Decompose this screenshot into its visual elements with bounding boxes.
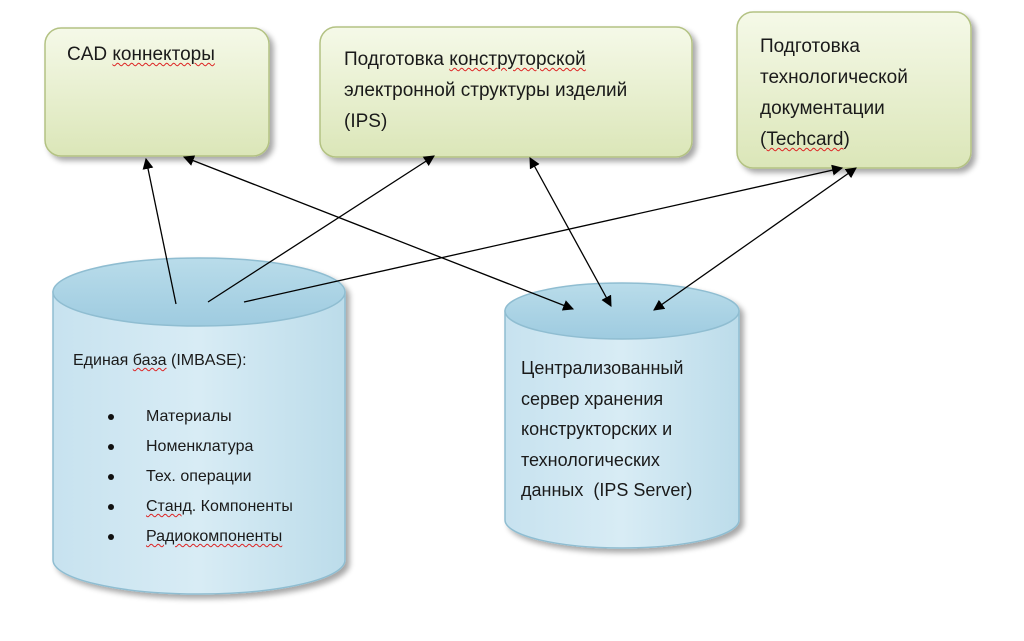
item-text: Номенклатура	[146, 438, 254, 455]
imbase-title-c: (IMBASE):	[166, 352, 247, 369]
arrow-techcard-server-bidirectional	[653, 167, 857, 311]
bullet-icon	[108, 504, 114, 510]
server-line: технологических	[521, 449, 660, 470]
ips-line1-b: конструторской	[449, 49, 586, 70]
list-item: Номенклатура	[108, 432, 293, 462]
techcard-paren-open: (	[760, 129, 767, 150]
list-item: Материалы	[108, 402, 293, 432]
arrow-cad-server-bidirectional	[182, 155, 575, 311]
cad-label-part: CAD	[67, 44, 108, 65]
connectors-label-part: коннекторы	[112, 44, 215, 65]
item-text: Тех. операции	[146, 468, 252, 485]
techcard-line2: технологической	[760, 67, 908, 88]
techcard-paren-close: )	[843, 129, 850, 150]
server-line: сервер хранения	[521, 388, 664, 409]
item-text: Материалы	[146, 408, 232, 425]
techcard-name: Techcard	[766, 129, 844, 150]
imbase-title: Единая база (IMBASE):	[73, 352, 293, 370]
techcard-line3: документации	[760, 98, 885, 119]
techcard-line1: Подготовка	[760, 36, 861, 57]
bullet-icon	[108, 444, 114, 450]
bullet-icon	[108, 414, 114, 420]
arrow-imbase-to-cad	[142, 157, 177, 305]
bullet-icon	[108, 534, 114, 540]
ips-box-label: Подготовка конструторской электронной ст…	[344, 44, 627, 137]
imbase-title-a: Единая	[73, 352, 133, 369]
arrow-imbase-to-techcard	[243, 164, 844, 303]
list-item: Станд. Компоненты	[108, 492, 293, 522]
ips-server-text: Централизованный сервер хранения констру…	[521, 353, 692, 506]
techcard-box-label: Подготовка технологической документации …	[760, 31, 908, 155]
list-item: Тех. операции	[108, 462, 293, 492]
bullet-icon	[108, 474, 114, 480]
arrow-ips-server-bidirectional	[529, 157, 612, 307]
imbase-list: Материалы Номенклатура Тех. операции Ста…	[108, 402, 293, 552]
server-line: конструкторских и	[521, 419, 673, 439]
ips-line3: (IPS)	[344, 111, 388, 132]
imbase-text: Единая база (IMBASE): Материалы Номенкла…	[73, 352, 293, 552]
ips-line1-a: Подготовка	[344, 49, 445, 70]
item-text-a: Станд	[146, 498, 192, 515]
item-text: Радиокомпоненты	[146, 528, 283, 545]
server-line: Централизованный	[521, 358, 684, 378]
item-text-b: . Компоненты	[191, 498, 293, 515]
imbase-title-b: база	[132, 352, 167, 369]
cad-box-label: CAD коннекторы	[67, 44, 215, 65]
ips-line2: электронной структуры изделий	[344, 80, 628, 101]
server-line: данных (IPS Server)	[521, 480, 693, 500]
list-item: Радиокомпоненты	[108, 522, 293, 552]
box-cad-connectors	[44, 27, 270, 157]
